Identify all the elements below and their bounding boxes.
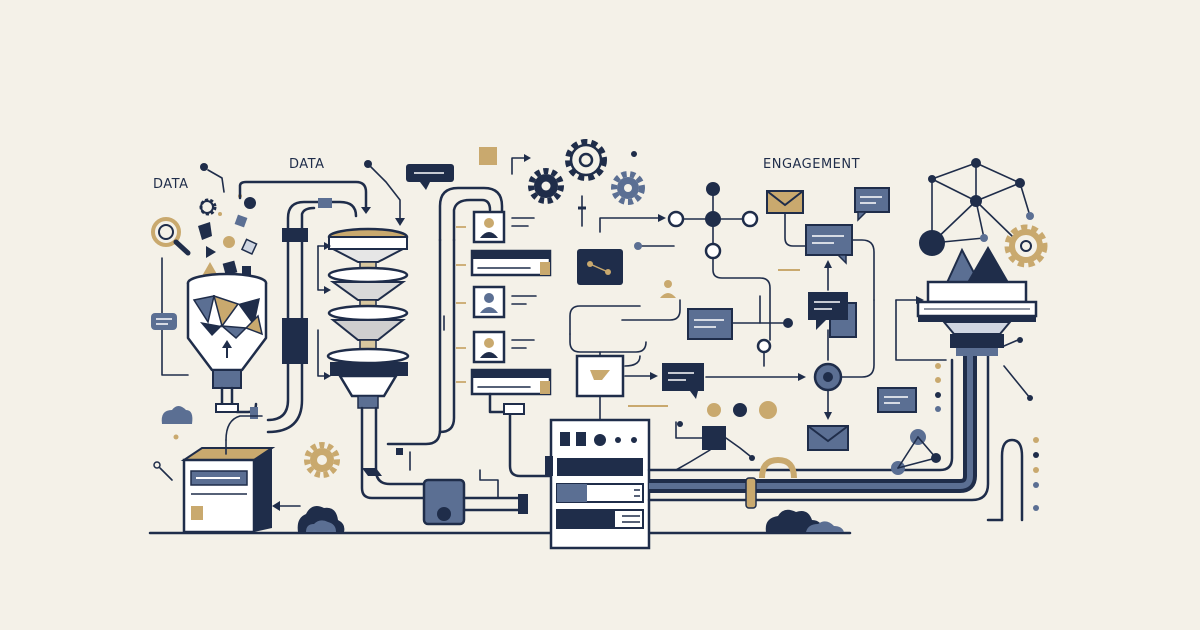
node-square [702, 426, 726, 450]
presentation-device [916, 246, 1038, 356]
data-label-left: DATA [153, 177, 189, 192]
gear-icon-tiny [199, 198, 217, 216]
outer-pipe [286, 200, 358, 232]
data-label-top: DATA [289, 157, 325, 172]
profile-card [472, 210, 506, 244]
envelope-icon [766, 190, 804, 214]
chat-bubble-icon [687, 308, 733, 340]
gear-icon-dark [528, 168, 564, 204]
falling-data-shapes [198, 163, 258, 276]
document-box [180, 447, 276, 534]
small-arrows-into-cards [456, 226, 466, 383]
pump-valve [422, 478, 466, 526]
gold-square [479, 147, 497, 165]
filter-funnel-stack [326, 227, 410, 409]
magnifier-icon [151, 217, 191, 256]
connector-line [367, 163, 401, 223]
envelope-icon [807, 425, 849, 451]
data-pipe-top [238, 180, 368, 210]
main-output-pipe [647, 348, 990, 509]
funnel-output-pipe [360, 406, 426, 500]
cloud-icon-bottom [765, 509, 844, 532]
chat-bubble-icon [808, 292, 857, 338]
cloud-icon [161, 406, 193, 424]
share-node [577, 249, 623, 285]
chat-bubble-icon [805, 224, 853, 265]
chat-bubble-icon [854, 187, 890, 222]
profile-feed-pipe [438, 186, 504, 242]
gear-icon-gold-left [304, 442, 340, 478]
feed-line-left [161, 257, 189, 376]
engagement-label: ENGAGEMENT [763, 157, 861, 172]
chat-bubble-icon [877, 387, 917, 413]
message-chip [151, 313, 177, 330]
sorting-hopper [186, 272, 268, 413]
person-icon [660, 280, 676, 298]
cloud-icon-left-bottom [297, 506, 345, 532]
mini-network [891, 429, 941, 475]
gear-icon-large [565, 139, 607, 181]
flow-network [667, 182, 793, 367]
pipe-collar [282, 228, 308, 242]
server-rack [549, 418, 651, 550]
profile-card-list [470, 210, 552, 396]
gear-icon-slate [611, 171, 645, 205]
network-graph-icon [919, 158, 1034, 256]
gear-icon-gold-right [1004, 224, 1048, 268]
chat-bubble-icon [662, 363, 704, 399]
